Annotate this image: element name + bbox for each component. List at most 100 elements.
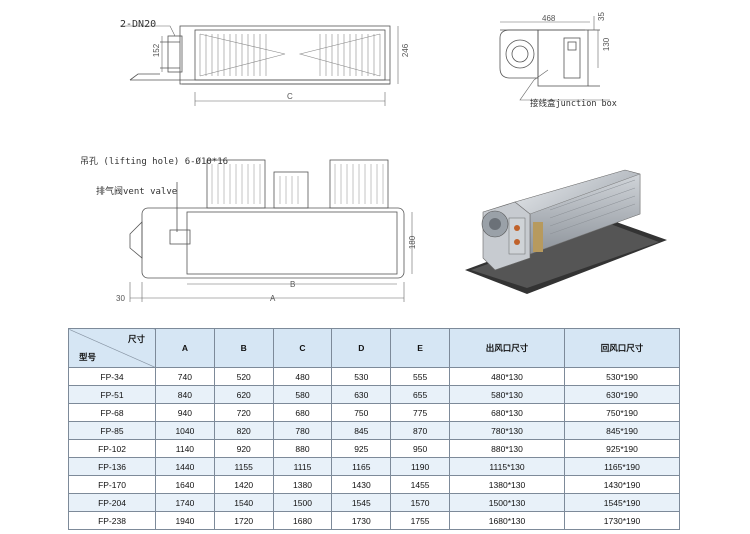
- table-cell: 630*190: [564, 385, 680, 404]
- table-cell: 925: [331, 439, 392, 458]
- dim-c: C: [287, 92, 293, 101]
- table-cell: 1740: [155, 493, 215, 512]
- table-cell: 880*130: [449, 439, 565, 458]
- table-cell: 720: [213, 403, 274, 422]
- table-cell: 950: [390, 439, 450, 458]
- table-cell: 1680: [272, 511, 333, 530]
- dim-b: B: [290, 280, 296, 289]
- table-cell: 840: [155, 385, 215, 404]
- dim-468: 468: [542, 14, 556, 23]
- table-cell: 1115*130: [449, 457, 565, 476]
- table-cell: 680*130: [449, 403, 565, 422]
- table-cell: 750: [331, 403, 392, 422]
- table-header-row: 尺寸 型号 A B C D E 出风口尺寸 回风口尺寸: [68, 328, 680, 368]
- table-cell: 1455: [390, 475, 450, 494]
- table-cell: 680: [272, 403, 333, 422]
- col-header-c: C: [272, 328, 333, 368]
- top-view-drawing: [120, 25, 399, 106]
- col-header-b: B: [213, 328, 274, 368]
- table-cell: 1720: [213, 511, 274, 530]
- table-cell: 1380*130: [449, 475, 565, 494]
- table-cell: 1155: [213, 457, 274, 476]
- table-cell: 1420: [213, 475, 274, 494]
- table-cell: 630: [331, 385, 392, 404]
- model-cell: FP-170: [68, 475, 156, 494]
- table-cell: 555: [390, 367, 450, 386]
- table-cell: 1640: [155, 475, 215, 494]
- model-cell: FP-34: [68, 367, 156, 386]
- col-header-return: 回风口尺寸: [564, 328, 680, 368]
- table-cell: 1500*130: [449, 493, 565, 512]
- corner-top-label: 尺寸: [127, 334, 145, 344]
- table-cell: 870: [390, 421, 450, 440]
- side-view-drawing: [499, 16, 610, 101]
- table-cell: 1380: [272, 475, 333, 494]
- table-cell: 1680*130: [449, 511, 565, 530]
- model-cell: FP-85: [68, 421, 156, 440]
- fan-coil-unit-photo: [465, 169, 667, 294]
- table-cell: 1730*190: [564, 511, 680, 530]
- table-cell: 480*130: [449, 367, 565, 386]
- table-cell: 620: [213, 385, 274, 404]
- junction-box-label: 接线盒junction box: [530, 99, 617, 109]
- table-cell: 1140: [155, 439, 215, 458]
- dim-a: A: [270, 294, 276, 303]
- table-cell: 1540: [213, 493, 274, 512]
- table-cell: 1500: [272, 493, 333, 512]
- table-cell: 1545: [331, 493, 392, 512]
- table-cell: 775: [390, 403, 450, 422]
- model-cell: FP-136: [68, 457, 156, 476]
- table-cell: 530*190: [564, 367, 680, 386]
- table-cell: 1440: [155, 457, 215, 476]
- table-cell: 780*130: [449, 421, 565, 440]
- dim-35: 35: [596, 12, 606, 21]
- dim-246: 246: [401, 43, 411, 58]
- table-cell: 1730: [331, 511, 392, 530]
- corner-bottom-label: 型号: [79, 352, 97, 362]
- table-cell: 580: [272, 385, 333, 404]
- col-header-d: D: [331, 328, 392, 368]
- model-cell: FP-51: [68, 385, 156, 404]
- front-view-drawing: [129, 159, 413, 302]
- table-cell: 655: [390, 385, 450, 404]
- table-cell: 1755: [390, 511, 450, 530]
- table-cell: 1570: [390, 493, 450, 512]
- col-header-outlet: 出风口尺寸: [449, 328, 565, 368]
- table-cell: 845: [331, 421, 392, 440]
- pipe-label: 2-DN20: [120, 19, 157, 30]
- table-cell: 750*190: [564, 403, 680, 422]
- table-cell: 740: [155, 367, 215, 386]
- dim-130: 130: [602, 37, 612, 52]
- table-cell: 1165: [331, 457, 392, 476]
- table-cell: 1165*190: [564, 457, 680, 476]
- dim-30: 30: [116, 294, 125, 303]
- model-cell: FP-102: [68, 439, 156, 458]
- table-cell: 925*190: [564, 439, 680, 458]
- table-cell: 820: [213, 421, 274, 440]
- table-cell: 520: [213, 367, 274, 386]
- table-cell: 940: [155, 403, 215, 422]
- table-cell: 845*190: [564, 421, 680, 440]
- table-cell: 880: [272, 439, 333, 458]
- table-cell: 480: [272, 367, 333, 386]
- vent-valve-label: 排气阀vent valve: [96, 187, 178, 197]
- table-cell: 920: [213, 439, 274, 458]
- table-cell: 1430*190: [564, 475, 680, 494]
- corner-header-cell: 尺寸 型号: [68, 328, 156, 368]
- table-cell: 1430: [331, 475, 392, 494]
- dim-180: 180: [408, 235, 418, 250]
- lifting-hole-label: 吊孔 (lifting hole) 6-Ø10*16: [80, 157, 229, 167]
- model-cell: FP-68: [68, 403, 156, 422]
- table-cell: 780: [272, 421, 333, 440]
- model-cell: FP-238: [68, 511, 156, 530]
- table-cell: 1940: [155, 511, 215, 530]
